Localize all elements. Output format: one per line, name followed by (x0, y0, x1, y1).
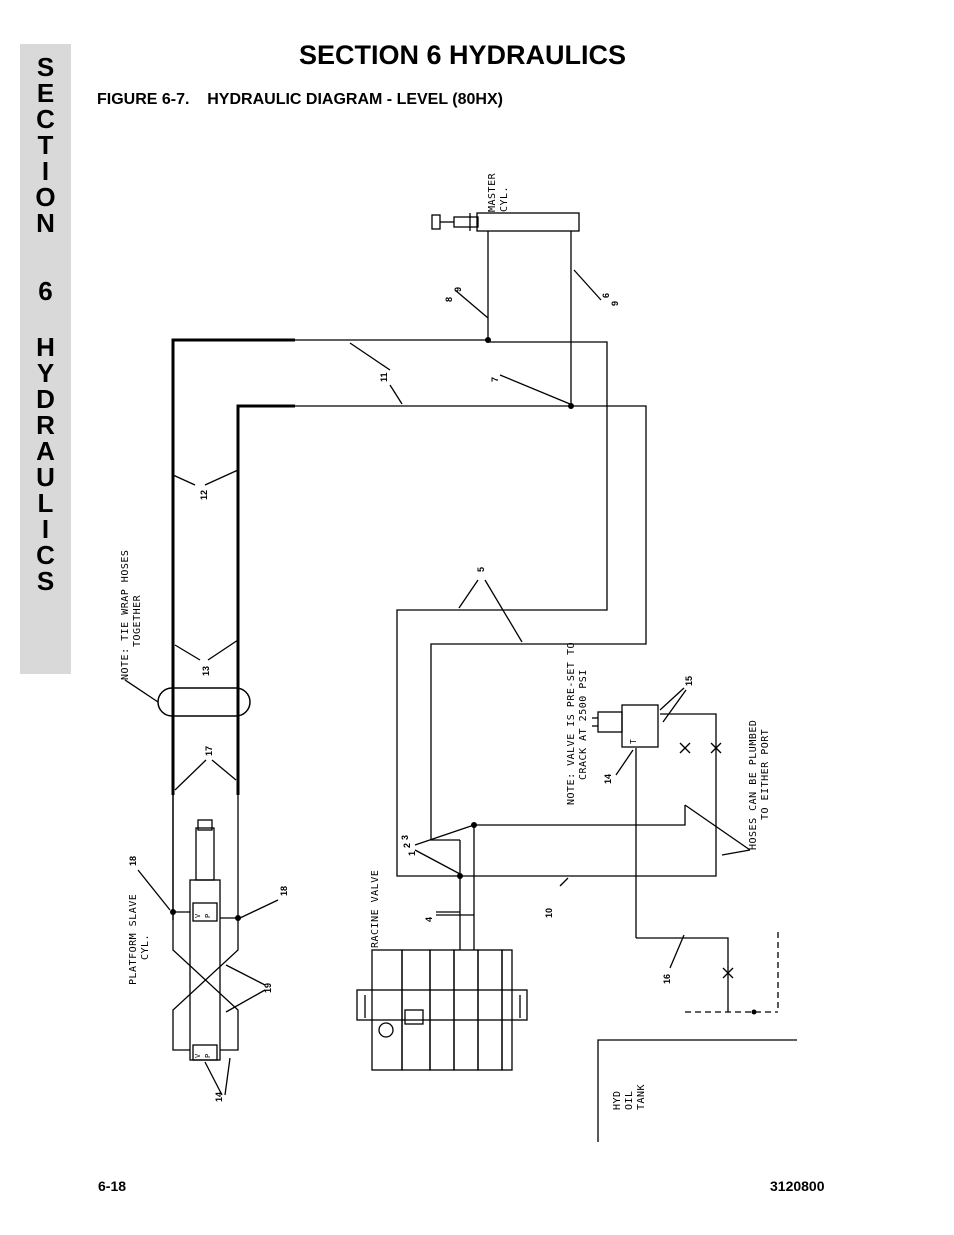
hyd-oil-tank-label: OIL (624, 1090, 635, 1110)
figure-title: FIGURE 6-7. HYDRAULIC DIAGRAM - LEVEL (8… (97, 91, 503, 108)
callout-number: 8 (444, 297, 454, 302)
callout-number: 19 (263, 983, 273, 993)
tie-wrap-note: NOTE: TIE WRAP HOSES (120, 550, 131, 680)
side-tab-letter: N (36, 208, 55, 238)
callout-number: 6 (601, 293, 611, 298)
side-tab-letter: U (36, 462, 55, 492)
side-tab-letter: A (36, 436, 55, 466)
platform-slave-label: PLATFORM SLAVE (128, 894, 139, 985)
side-tab-letter: D (36, 384, 55, 414)
side-tab-letter: S (36, 566, 55, 596)
platform-slave-cylinder (172, 819, 239, 1061)
side-tab-letter: H (36, 332, 55, 362)
callout-number: 3 (400, 835, 410, 840)
document-number: 3120800 (770, 1178, 825, 1194)
valve-preset-note: NOTE: VALVE IS PRE-SET TO (566, 642, 577, 805)
page-title: SECTION 6 HYDRAULICS (298, 40, 627, 70)
master-cyl-label: CYL. (499, 186, 510, 212)
callout-number: 12 (199, 490, 209, 500)
side-tab-letter: S (36, 52, 55, 82)
port-t-label: T (629, 739, 638, 744)
callout-number: 9 (453, 287, 463, 292)
platform-slave-label: CYL. (140, 934, 151, 960)
callout-number: 14 (214, 1092, 224, 1102)
tie-wrap-note: TOGETHER (132, 594, 143, 647)
page-number: 6-18 (98, 1178, 127, 1194)
valve-preset-note: CRACK AT 2500 PSI (578, 669, 589, 780)
callout-number: 9 (610, 301, 620, 306)
callout-number: 7 (490, 377, 500, 382)
callout-number: 5 (476, 567, 486, 572)
callout-number: 18 (128, 856, 138, 866)
callout-number: 13 (201, 666, 211, 676)
hyd-oil-tank-label: TANK (636, 1084, 647, 1110)
racine-valve (356, 949, 528, 1071)
racine-valve-label: RACINE VALVE (370, 870, 381, 948)
callout-number: 15 (684, 676, 694, 686)
hyd-oil-tank-label: HYD (612, 1090, 623, 1110)
side-tab-letter: C (36, 540, 55, 570)
port-p-label: P (204, 1054, 212, 1058)
side-tab-letter: O (35, 182, 56, 212)
x-marks (679, 742, 734, 979)
side-tab-letter: I (41, 514, 50, 544)
side-tab-letter: R (36, 410, 55, 440)
side-tab-letter: E (36, 78, 55, 108)
callout-number: 11 (379, 372, 389, 382)
callout-number: 16 (662, 974, 672, 984)
port-v-label: V (194, 1053, 202, 1058)
hoses-plumbed-note: TO EITHER PORT (760, 729, 771, 820)
side-tab-letter: C (36, 104, 55, 134)
relief-valve (592, 704, 659, 748)
callout-number: 10 (544, 908, 554, 918)
side-tab-letter: I (41, 156, 50, 186)
master-cylinder (431, 212, 580, 232)
callout-number: 1 (407, 851, 417, 856)
side-tab-letter: 6 (38, 276, 53, 306)
port-v-label: V (194, 913, 202, 918)
hoses-plumbed-note: HOSES CAN BE PLUMBED (748, 720, 759, 850)
callout-number: 4 (424, 917, 434, 922)
callout-number: 14 (603, 774, 613, 784)
junction-dots (170, 337, 757, 1015)
callout-number: 2 (402, 843, 412, 848)
callout-number: 17 (204, 746, 214, 756)
side-tab-letter: Y (36, 358, 55, 388)
section-side-tab: S E C T I O N 6 H Y D R A U L I C S (20, 44, 71, 674)
side-tab-letter: L (37, 488, 54, 518)
port-p-label: P (204, 914, 212, 918)
master-cyl-label: MASTER (487, 172, 498, 212)
side-tab-letter: T (37, 130, 54, 160)
callout-number: 18 (279, 886, 289, 896)
